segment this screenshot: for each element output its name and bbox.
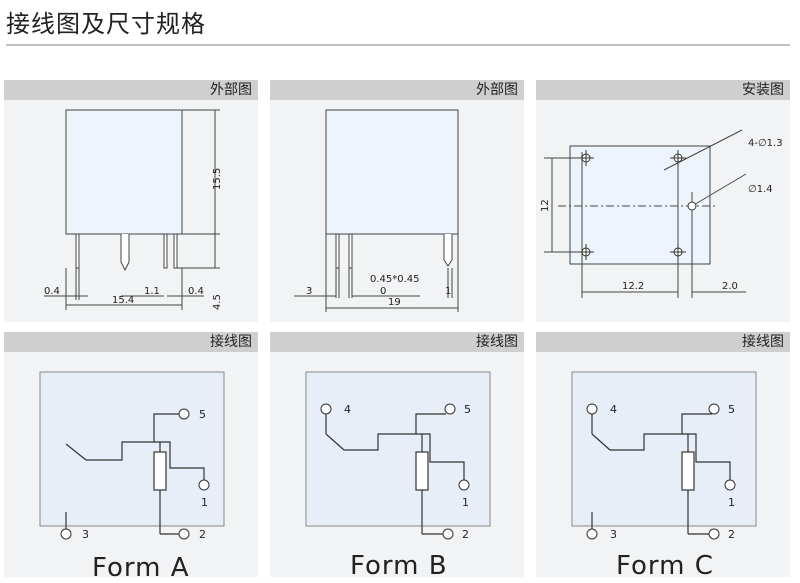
form-label: Form A: [92, 553, 190, 577]
panel-header: 接线图: [536, 332, 790, 352]
dim-pin-width-1: 0.4: [44, 286, 60, 297]
dim-pin-size: 0.45*0.45: [370, 274, 420, 285]
external-view-drawing-1: 15.5 4.5 15.4 0.4 1.1 0.4: [44, 109, 223, 310]
wiring-diagram-c: 4 5 1 3 2 Form C: [571, 371, 757, 577]
dim-pin-pitch: 1.1: [144, 286, 160, 297]
pin-label-4: 4: [344, 403, 351, 416]
pin-2: [178, 528, 190, 540]
dim-zero: 0: [380, 286, 386, 297]
dim-pin-offset: 4.5: [212, 294, 223, 310]
relay-pin: [335, 233, 340, 269]
relay-pin: [443, 234, 453, 267]
pin-1: [724, 479, 736, 491]
pin-label-5: 5: [464, 403, 471, 416]
dim-height: 15.5: [212, 168, 223, 190]
wiring-panel-form-b: 接线图 4 5 1 2 Form B: [270, 332, 524, 577]
wiring-diagram-a: 5 1 3 2 Form A: [39, 371, 225, 577]
wiring-frame: [571, 371, 757, 527]
external-view-panel-1: 外部图 15.5 4.5 15.4 0.4: [4, 80, 258, 322]
panel-header: 接线图: [4, 332, 258, 352]
panel-header: 安装图: [536, 80, 790, 100]
pin-3: [60, 528, 72, 540]
wiring-diagram-b: 4 5 1 2 Form B: [305, 371, 491, 577]
dim-holes-4: 4-∅1.3: [748, 138, 783, 149]
pin-5: [708, 403, 720, 415]
pin-4: [586, 403, 598, 415]
pin-2: [442, 528, 454, 540]
pin-5: [444, 403, 456, 415]
relay-pin: [348, 233, 353, 269]
wiring-panel-form-a: 接线图 5 1 3 2 Form A: [4, 332, 258, 577]
title-divider: [6, 44, 790, 46]
relay-body: [325, 109, 459, 235]
pin-2: [708, 528, 720, 540]
pin-1: [458, 479, 470, 491]
pin-label-1: 1: [462, 496, 469, 509]
pin-label-3: 3: [82, 528, 89, 541]
panel-header: 接线图: [270, 332, 524, 352]
pin-label-2: 2: [199, 528, 206, 541]
relay-pin: [173, 233, 178, 269]
pin-3: [586, 528, 598, 540]
wiring-frame: [39, 371, 225, 527]
pin-label-2: 2: [462, 528, 469, 541]
pin-label-2: 2: [728, 528, 735, 541]
pin-label-5: 5: [728, 403, 735, 416]
pin-label-1: 1: [201, 496, 208, 509]
pin-label-5: 5: [199, 408, 206, 421]
form-label: Form C: [616, 551, 714, 577]
dim-height: 12: [540, 199, 551, 212]
external-view-drawing-2: 3 0.45*0.45 0 19 1: [294, 109, 459, 312]
pin-label-4: 4: [610, 403, 617, 416]
mount-hole-center: [687, 201, 697, 211]
panel-header: 外部图: [270, 80, 524, 100]
wiring-panel-form-c: 接线图 4 5 1 3 2 Form C: [536, 332, 790, 577]
pin-label-1: 1: [728, 496, 735, 509]
relay-pin: [120, 234, 130, 272]
mounting-view-drawing: 4-∅1.3 ∅1.4 12 12.2 2.0: [540, 129, 783, 298]
panel-header: 外部图: [4, 80, 258, 100]
pin-5: [178, 408, 190, 420]
relay-pin: [163, 233, 168, 269]
form-label: Form B: [350, 551, 448, 577]
relay-pin: [75, 233, 80, 269]
dim-pin-width-2: 0.4: [188, 286, 204, 297]
pin-1: [198, 479, 210, 491]
dim-right: 1: [445, 286, 451, 297]
mounting-view-panel: 安装图 4-∅1.3 ∅: [536, 80, 790, 322]
dim-span: 12.2: [622, 281, 644, 292]
dim-hole-center: ∅1.4: [748, 184, 773, 195]
page-title: 接线图及尺寸规格: [6, 10, 206, 38]
pin-4: [320, 403, 332, 415]
dim-left: 3: [306, 286, 312, 297]
relay-body: [65, 109, 183, 235]
dim-width: 19: [388, 297, 401, 308]
dim-width: 15.4: [112, 295, 134, 306]
mounting-outline: [569, 145, 711, 265]
dim-edge: 2.0: [722, 281, 738, 292]
external-view-panel-2: 外部图 3 0.45*0.45 0 19 1: [270, 80, 524, 322]
wiring-frame: [305, 371, 491, 527]
pin-label-3: 3: [610, 528, 617, 541]
